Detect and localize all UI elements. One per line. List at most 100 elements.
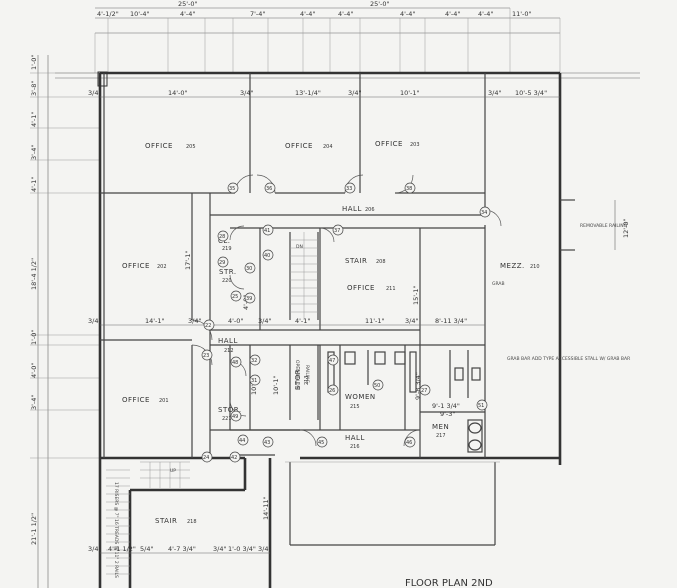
room-name-hall-212: HALL xyxy=(218,337,238,345)
room-name-office-203: OFFICE xyxy=(375,140,403,148)
note-up: UP xyxy=(170,468,176,474)
dim-mid: 14'-11" xyxy=(262,496,270,520)
room-num-str-220: 220 xyxy=(222,278,232,284)
room-num-stor-213: 213 xyxy=(304,375,310,385)
room-name-str-220: STR. xyxy=(219,268,237,276)
door-tag: 41 xyxy=(264,228,270,234)
dim-top-row: 4'-4" xyxy=(338,10,353,18)
dim-left: 18'-4 1/2" xyxy=(30,258,38,290)
stair-treads-lower xyxy=(106,461,190,575)
door-tag: 30 xyxy=(246,266,252,272)
dim-mid: 10'-1" xyxy=(272,375,280,395)
note-railing: RAILING xyxy=(304,365,310,384)
room-num-mezz-210: 210 xyxy=(530,264,540,270)
door-tag: 35 xyxy=(229,186,235,192)
dim-row2: 4'-0" xyxy=(228,317,243,325)
dim-top-row: 4'-4" xyxy=(445,10,460,18)
dim-top-overall-left: 25'-0" xyxy=(178,0,198,8)
removable-railing xyxy=(560,199,616,251)
door-tag: 46 xyxy=(406,440,412,446)
left-dimension-lines xyxy=(30,55,100,588)
dim-top-row: 4'-4" xyxy=(180,10,195,18)
left-dimensions: 1'-0" 3'-8" 4'-1" 3'-4" 4'-1" 18'-4 1/2"… xyxy=(30,55,38,545)
dim-row3: 3/4" xyxy=(258,545,271,553)
room-num-hall-216: 216 xyxy=(350,444,360,450)
door-tag: 25 xyxy=(232,294,238,300)
dim-row1: 13'-1/4" xyxy=(295,89,321,97)
dim-left: 1'-0" xyxy=(30,55,38,70)
dim-mid: 15'-1" xyxy=(412,285,420,305)
door-tag: 32 xyxy=(251,358,257,364)
room-num-office-205: 205 xyxy=(186,144,196,150)
dim-top-row: 10'-4" xyxy=(130,10,150,18)
door-tag: 36 xyxy=(266,186,272,192)
interior-walls xyxy=(100,73,486,458)
dim-row3: 4'-1 1/2" xyxy=(108,545,136,553)
room-name-stair-208: STAIR xyxy=(345,257,367,265)
dim-row2: 3/4" xyxy=(258,317,271,325)
dim-top-row: 7'-4" xyxy=(250,10,265,18)
dim-left: 4'-1" xyxy=(30,177,38,192)
dim-top-row: 4'-1/2" xyxy=(97,10,119,18)
room-name-stor-213: STOR. xyxy=(294,366,302,390)
door-tag: 28 xyxy=(219,234,225,240)
room-name-stor-221: STOR. xyxy=(218,406,242,414)
interior-dimensions: 3/4" 14'-0" 3/4" 13'-1/4" 3/4" 10'-1" 3/… xyxy=(88,89,630,554)
dim-row2: 14'-1" xyxy=(145,317,165,325)
dim-row1: 10'-1" xyxy=(400,89,420,97)
room-name-men-217: MEN xyxy=(432,423,449,431)
dim-top-row: 4'-4" xyxy=(300,10,315,18)
door-tag: 39 xyxy=(246,296,252,302)
door-tags: 35 36 37 33 38 34 41 40 39 22 23 24 42 4… xyxy=(201,182,491,463)
dim-right: 12'-0" xyxy=(622,218,630,238)
note-dn: DN xyxy=(296,244,303,250)
top-row-dimensions: 4'-1/2" 10'-4" 4'-4" 7'-4" 4'-4" 4'-4" 4… xyxy=(97,10,493,18)
door-tag: 38 xyxy=(406,186,412,192)
dim-row1: 14'-0" xyxy=(168,89,188,97)
dim-row3: 1'-0 3/4" xyxy=(228,545,256,553)
room-num-men-217: 217 xyxy=(436,433,446,439)
dim-row2: 3/4" xyxy=(88,317,101,325)
dim-left: 3'-4" xyxy=(30,145,38,160)
top-dimension-lines xyxy=(55,7,640,79)
dim-left: 3'-4" xyxy=(30,395,38,410)
door-tag: 48 xyxy=(232,360,238,366)
drawing-notes: REMOVABLE RAILING GRAB BAR ADD TYPE ACCE… xyxy=(113,223,630,578)
room-name-office-205: OFFICE xyxy=(145,142,173,150)
dim-row2: 11'-1" xyxy=(365,317,385,325)
door-tag: 44 xyxy=(239,438,245,444)
room-num-hall-206: 206 xyxy=(365,207,375,213)
room-name-hall-216: HALL xyxy=(345,434,365,442)
dim-left: 4'-0" xyxy=(30,363,38,378)
restroom-fixtures xyxy=(327,351,483,453)
door-tag: 43 xyxy=(264,440,270,446)
door-tag: 45 xyxy=(318,440,324,446)
dim-row3: 3/4" xyxy=(88,545,101,553)
room-name-office-201: OFFICE xyxy=(122,396,150,404)
dim-row1: 3/4" xyxy=(488,89,501,97)
dim-row2: 3/4" xyxy=(188,317,201,325)
dim-left: 3'-8" xyxy=(30,81,38,96)
exterior-walls xyxy=(97,71,562,588)
room-num-women-215: 215 xyxy=(350,404,360,410)
door-tag: 29 xyxy=(219,260,225,266)
room-num-office-204: 204 xyxy=(323,144,333,150)
door-tag: 22 xyxy=(205,323,211,329)
dim-men: 9'-3" xyxy=(440,410,455,418)
dim-row3: 4'-7 3/4" xyxy=(168,545,196,553)
stair-treads-upper xyxy=(290,232,318,320)
dim-top-overall-right: 25'-0" xyxy=(370,0,390,8)
dim-row3: 5/4" xyxy=(140,545,153,553)
room-num-hall-212: 212 xyxy=(224,348,234,354)
room-name-hall-206: HALL xyxy=(342,205,362,213)
door-tag: 51 xyxy=(478,403,484,409)
note-removable-railing: REMOVABLE RAILING xyxy=(580,223,628,229)
door-tag: 33 xyxy=(346,186,352,192)
sheet-title: FLOOR PLAN 2ND xyxy=(405,578,493,588)
dim-top-right: 11'-0" xyxy=(512,10,532,18)
lower-canopy-outline xyxy=(285,461,500,546)
door-tag: 26 xyxy=(329,388,335,394)
room-num-stor-221: 221 xyxy=(222,416,232,422)
door-tag: 37 xyxy=(334,228,340,234)
